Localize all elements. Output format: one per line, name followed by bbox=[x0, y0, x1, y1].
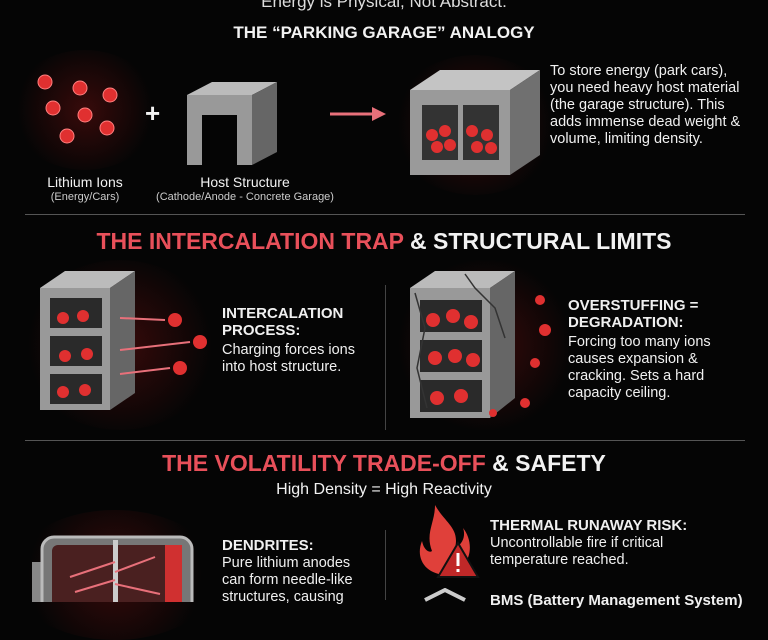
shield-icon bbox=[424, 588, 466, 602]
dendrites-heading: DENDRITES: bbox=[222, 537, 314, 554]
intercalation-heading: INTERCALATION PROCESS: bbox=[222, 305, 344, 339]
section1-title: THE “PARKING GARAGE” ANALOGY bbox=[233, 23, 535, 42]
ions-label: Lithium Ions bbox=[47, 174, 123, 190]
section2-title: THE INTERCALATION TRAP & STRUCTURAL LIMI… bbox=[0, 228, 768, 255]
garage-description: To store energy (park cars), you need he… bbox=[550, 63, 741, 147]
cracked-shelf-icon bbox=[410, 271, 551, 418]
overstuffing-text: Forcing too many ions causes expansion &… bbox=[568, 334, 711, 401]
section3-subtitle: High Density = High Reactivity bbox=[276, 481, 492, 498]
intercalation-shelf-icon bbox=[40, 271, 207, 410]
title-red-part: THE VOLATILITY TRADE-OFF bbox=[162, 450, 486, 476]
plus-sign: + bbox=[145, 98, 161, 128]
overstuffing-heading: OVERSTUFFING = DEGRADATION: bbox=[568, 297, 699, 331]
divider bbox=[25, 214, 745, 215]
title-white-part: & STRUCTURAL LIMITS bbox=[403, 228, 672, 254]
section3-title: THE VOLATILITY TRADE-OFF & SAFETY bbox=[0, 450, 768, 477]
intercalation-text: Charging forces ions into host structure… bbox=[222, 342, 355, 375]
host-label: Host Structure bbox=[200, 174, 290, 190]
fire-warning-icon bbox=[419, 505, 480, 578]
divider-vertical bbox=[385, 530, 386, 600]
divider-vertical bbox=[385, 285, 386, 430]
dendrites-text: Pure lithium anodes can form needle-like… bbox=[222, 555, 353, 605]
bms-heading: BMS (Battery Management System) bbox=[490, 592, 743, 609]
host-sublabel: (Cathode/Anode - Concrete Garage) bbox=[156, 191, 334, 203]
divider bbox=[25, 440, 745, 441]
thermal-heading: THERMAL RUNAWAY RISK: bbox=[490, 517, 688, 534]
arrow-right-icon bbox=[330, 107, 386, 121]
title-red-part: THE INTERCALATION TRAP bbox=[96, 228, 404, 254]
ions-sublabel: (Energy/Cars) bbox=[50, 191, 120, 203]
filled-garage-icon bbox=[410, 70, 540, 175]
thermal-text: Uncontrollable fire if critical temperat… bbox=[490, 535, 664, 568]
battery-dendrites-icon bbox=[32, 535, 194, 602]
top-subtitle: Energy is Physical, Not Abstract. bbox=[261, 0, 507, 11]
title-white-part: & SAFETY bbox=[485, 450, 606, 476]
lithium-ions-icon bbox=[37, 74, 118, 144]
host-structure-icon bbox=[187, 82, 277, 165]
